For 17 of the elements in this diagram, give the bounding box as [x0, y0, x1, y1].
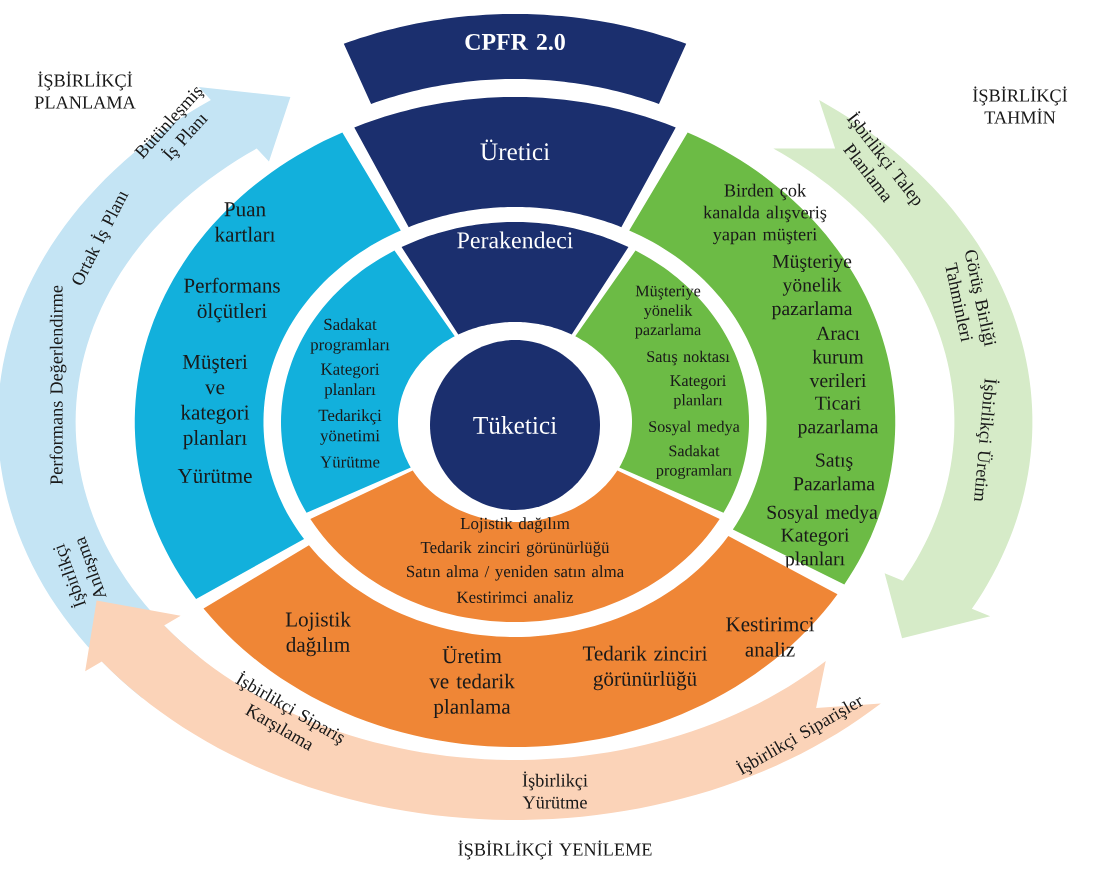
heading: İŞBİRLİKÇİ YENİLEME	[458, 840, 652, 860]
node-label: Tedarik zinciri görünürlüğü	[420, 541, 610, 557]
node-label: Lojistik dağılım	[460, 517, 570, 533]
node-label: Görüş Birliği Tahminleri	[945, 250, 997, 347]
node-label: Kestirimci analiz	[456, 591, 574, 603]
node-label: Performans Değerlendirme	[49, 285, 67, 485]
node-label: Satın alma / yeniden satın alma	[406, 565, 624, 581]
node-label: Üretim ve tedarik planlama	[429, 645, 515, 719]
ring-segment: Üretici	[354, 97, 676, 228]
node-label: İşbirlikçi Yürütme	[522, 771, 588, 809]
node-label: Tedarik zinciri görünürlüğü	[582, 645, 708, 691]
node-label: Ortak İş Planı	[72, 191, 129, 285]
ring-segment: Perakendeci	[401, 222, 629, 335]
node-label: İşbirlikçi Üretim	[974, 378, 1000, 501]
heading: İŞBİRLİKÇİ PLANLAMA	[34, 71, 136, 109]
banner-wedge: CPFR 2.0	[343, 14, 687, 104]
ring-segment: Sadakat programları Kategori planları Tedarikçi yönetimi Yürütme	[281, 250, 455, 513]
